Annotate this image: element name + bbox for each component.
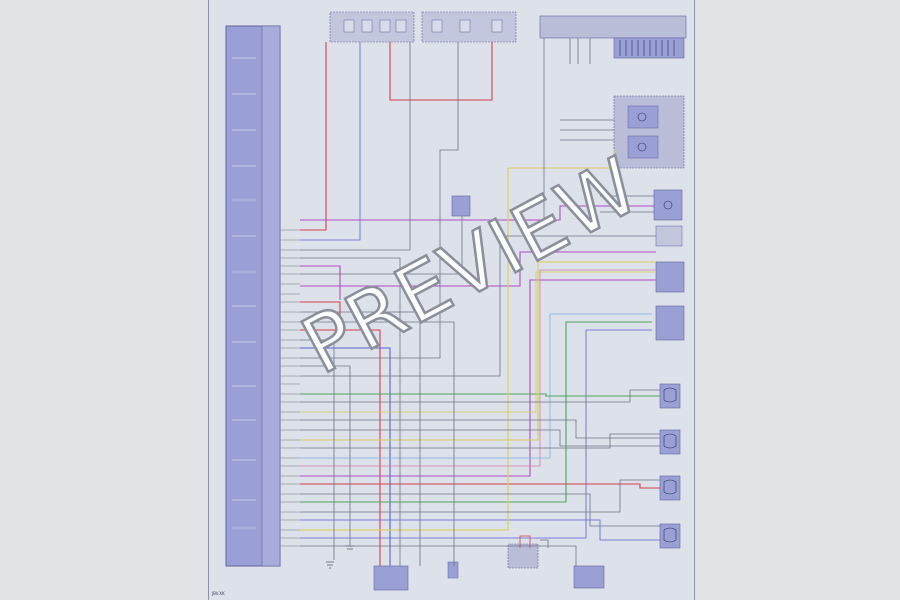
bottom-connector-mid (447, 561, 459, 579)
wheel-speed-sensor-lf (659, 383, 681, 409)
sheet-id: JBV.XK (212, 591, 225, 596)
wheel-speed-sensor-rr (659, 523, 681, 549)
ground-symbols (326, 545, 354, 569)
wire-harness (300, 38, 660, 566)
steering-angle-sensor (655, 305, 685, 341)
bottom-module-left (373, 565, 409, 591)
wheel-speed-sensor-rf (659, 429, 681, 455)
fuse-block-left (329, 11, 415, 43)
wheel-speed-sensor-lr (659, 475, 681, 501)
yaw-rate-sensor (613, 95, 685, 169)
brake-switch (653, 189, 683, 221)
top-right-connector (539, 15, 687, 39)
bottom-module-center (507, 543, 539, 569)
hydraulic-control-module (225, 25, 281, 567)
abs-warning-lamp (655, 261, 685, 293)
fuse-block-right (421, 11, 517, 43)
data-link-connector (613, 37, 685, 59)
brake-fluid-switch (655, 225, 683, 247)
bottom-module-right (573, 565, 605, 589)
center-relay (451, 195, 471, 217)
